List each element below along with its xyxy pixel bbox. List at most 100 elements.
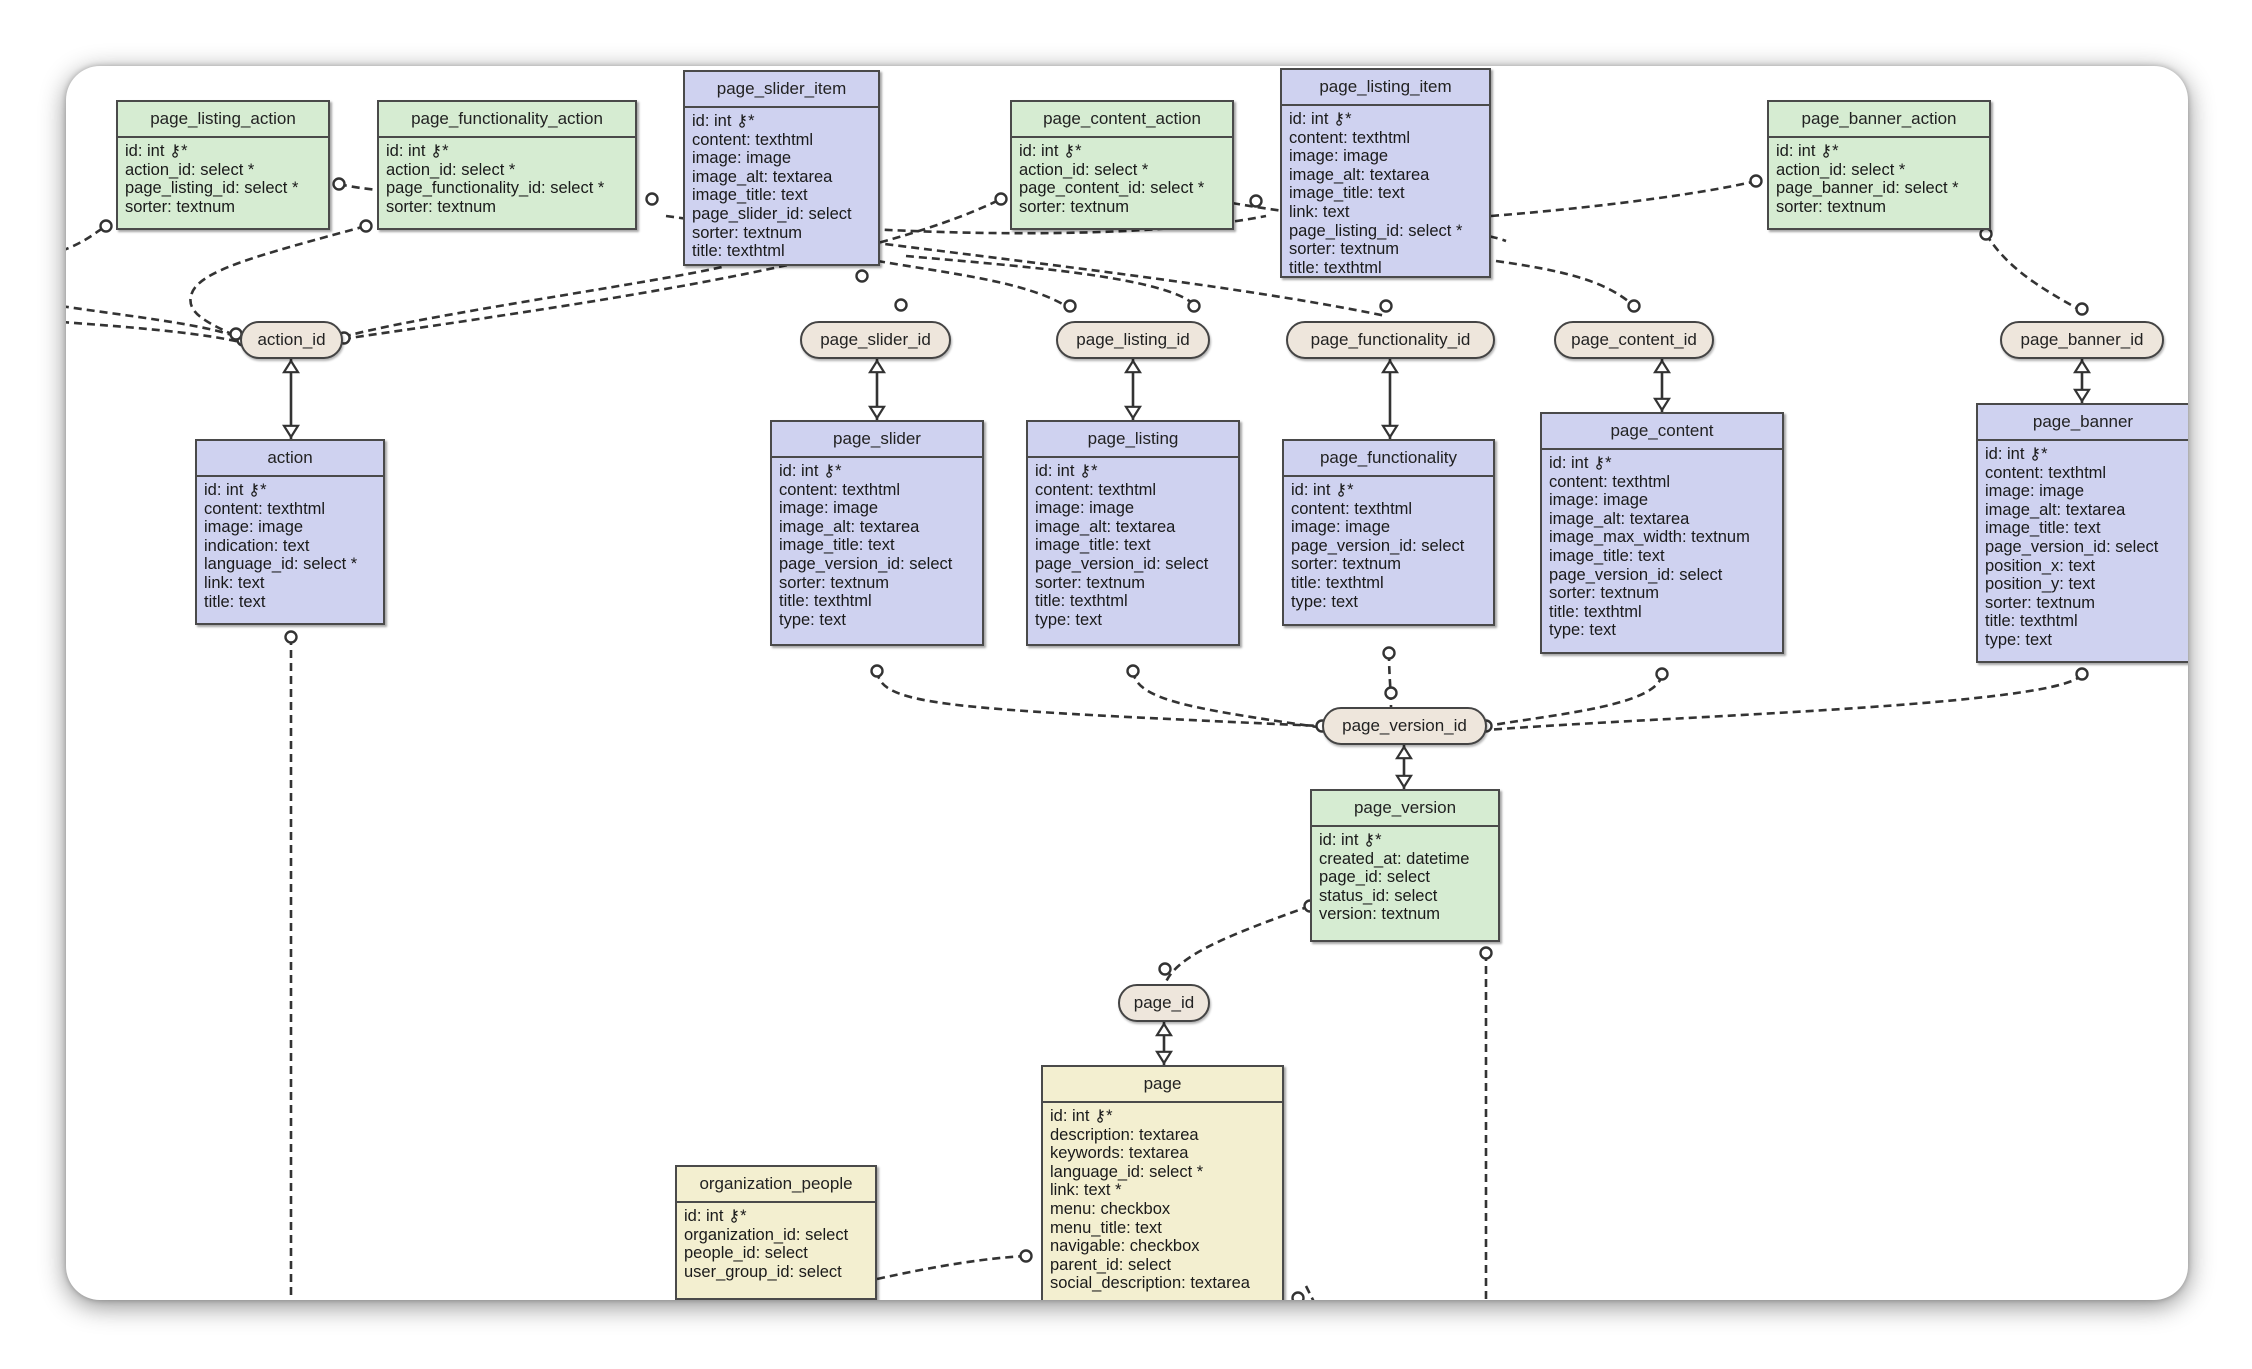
entity-fields: id: int ⚷*action_id: select *page_listin… (118, 138, 328, 221)
relationship-end-marker (855, 269, 869, 283)
entity-field: sorter: textnum (125, 197, 236, 216)
entity-field: page_version_id: select (1291, 536, 1465, 555)
entity-field: id: int ⚷* (1289, 110, 1352, 128)
entity-field: title: texthtml (1291, 573, 1384, 592)
entity-field: sorter: textnum (1291, 555, 1402, 574)
entity-field: organization_id: select (684, 1225, 849, 1244)
key-page-content-id[interactable]: page_content_id (1554, 321, 1714, 359)
entity-title: page_version (1312, 791, 1498, 827)
entity-field: title: texthtml (692, 242, 785, 261)
entity-field: image: image (779, 499, 879, 518)
entity-field: description: textarea (1050, 1125, 1199, 1144)
page-banner-id-to-page-banner-arrow-down (2073, 388, 2091, 404)
entity-field: sorter: textnum (779, 573, 890, 592)
entity-title: page_slider (772, 422, 982, 458)
action-id-link-left-1 (66, 305, 241, 340)
entity-field: page_version_id: select (1035, 554, 1209, 573)
entity-field: id: int ⚷* (1035, 462, 1098, 480)
entity-field: status_id: select (1319, 886, 1438, 905)
relationship-end-marker (99, 219, 113, 233)
entity-field: content: texthtml (1035, 480, 1157, 499)
relationship-end-marker (1979, 227, 1993, 241)
entity-field: type: text (1985, 630, 2052, 649)
entity-title: page_slider_item (685, 72, 878, 108)
entity-field: user_group_id: select (684, 1262, 842, 1281)
key-action-id[interactable]: action_id (240, 321, 343, 359)
key-page-id[interactable]: page_id (1118, 984, 1210, 1022)
key-page-listing-id[interactable]: page_listing_id (1056, 321, 1210, 359)
action-id-to-action-arrow-up (282, 358, 300, 374)
relationship-end-marker (645, 192, 659, 206)
page-functionality-id-to-page-functionality-arrow-down (1381, 424, 1399, 440)
page-listing-id-to-page-listing-arrow-up (1124, 358, 1142, 374)
key-page-version-id[interactable]: page_version_id (1322, 707, 1487, 745)
entity-field: page_content_id: select * (1019, 179, 1205, 198)
relationship-end-marker (1158, 962, 1172, 976)
entity-field: image: image (1291, 518, 1391, 537)
entity-field: id: int ⚷* (692, 112, 755, 130)
action-id-to-listing-action (189, 224, 367, 343)
relationship-end-marker (1019, 1249, 1033, 1263)
entity-field: image_title: text (1985, 519, 2101, 538)
slider-to-page-version-id (875, 670, 1321, 728)
entity-field: sorter: textnum (1985, 593, 2096, 612)
relationship-end-marker (284, 630, 298, 644)
entity-field: language_id: select * (1050, 1162, 1204, 1181)
entity-field: type: text (1549, 621, 1616, 640)
entity-field: navigable: checkbox (1050, 1237, 1200, 1256)
entity-field: page_listing_id: select * (125, 179, 299, 198)
entity-title: page_banner_action (1769, 102, 1989, 138)
entity-field: title: texthtml (1985, 612, 2078, 631)
entity-field: sorter: textnum (386, 197, 497, 216)
entity-field: page_version_id: select (779, 554, 953, 573)
banner-action-to-banner-id (1984, 233, 2083, 313)
listing-to-page-version-id (1131, 670, 1325, 730)
page-slider-id-to-page-slider-arrow-up (868, 358, 886, 374)
key-page-functionality-id[interactable]: page_functionality_id (1286, 321, 1495, 359)
entity-field: id: int ⚷* (1549, 454, 1612, 472)
entity-field: content: texthtml (204, 499, 326, 518)
entity-field: action_id: select * (125, 160, 255, 179)
entity-field: indication: text (204, 536, 310, 555)
entity-field: sorter: textnum (1549, 584, 1660, 603)
entity-field: image_alt: textarea (1549, 509, 1690, 528)
entity-field: image: image (692, 149, 792, 168)
key-page-banner-id[interactable]: page_banner_id (2000, 321, 2164, 359)
entity-field: id: int ⚷* (1291, 481, 1354, 499)
slider-item-to-listing-id (825, 249, 1067, 308)
entity-field: page_version_id: select (1549, 565, 1723, 584)
entity-field: image_title: text (779, 536, 895, 555)
entity-field: title: texthtml (1549, 602, 1642, 621)
relationship-end-marker (1126, 664, 1140, 678)
entity-field: link: text (1289, 202, 1350, 221)
entity-title: page_functionality (1284, 441, 1493, 477)
relationship-end-marker (1063, 299, 1077, 313)
entity-field: social_description: textarea (1050, 1274, 1250, 1293)
relationship-end-marker (1379, 299, 1393, 313)
entity-fields: id: int ⚷*action_id: select *page_banner… (1769, 138, 1989, 221)
page-functionality-id-to-page-functionality-arrow-up (1381, 358, 1399, 374)
functionality-action-to-listing-item (715, 214, 1267, 235)
entity-field: title: texthtml (1289, 258, 1382, 277)
key-page-slider-id[interactable]: page_slider_id (800, 321, 951, 359)
relationship-end-marker (2075, 667, 2089, 681)
